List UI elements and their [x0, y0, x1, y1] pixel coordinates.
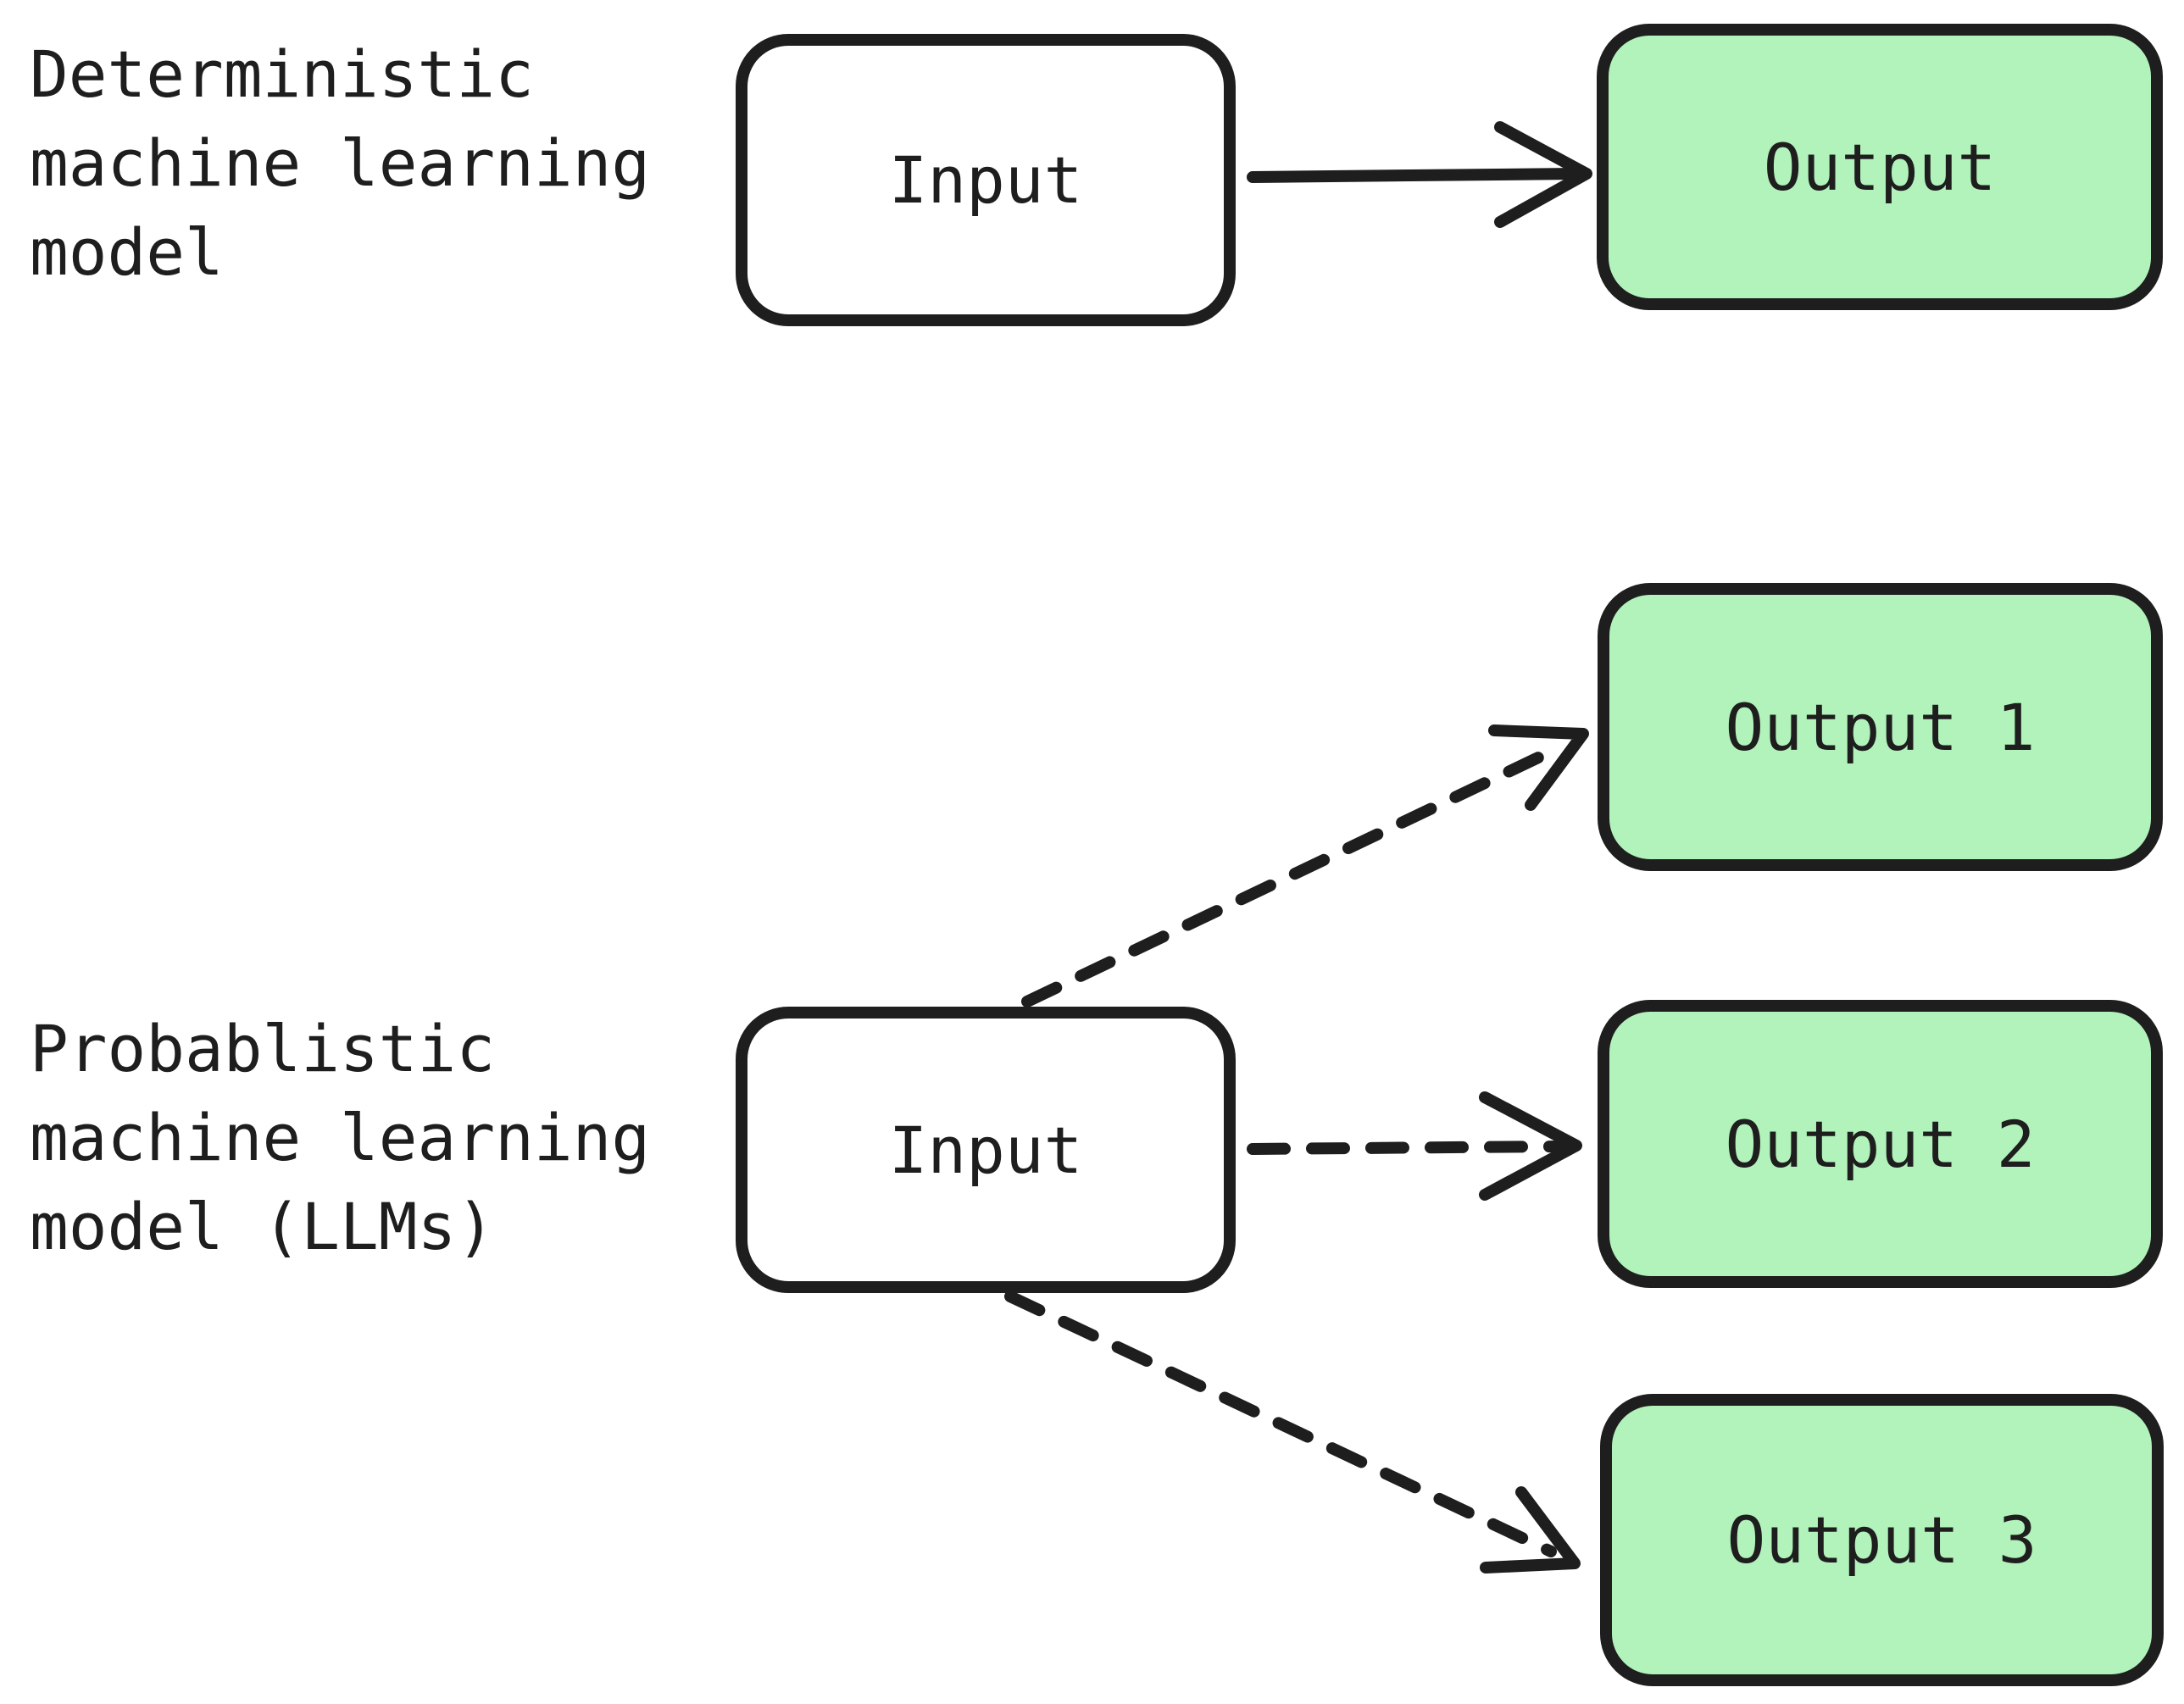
dashed-arrow-input-to-output2 [1247, 1091, 1582, 1201]
probabilistic-output3-label: Output 3 [1726, 1502, 2037, 1578]
deterministic-section-caption: Deterministic machine learning model [30, 36, 651, 290]
probabilistic-output2-node: Output 2 [1598, 1000, 2163, 1288]
dashed-arrow-input-to-output1 [1021, 724, 1589, 1007]
arrowhead-icon [1479, 1091, 1582, 1201]
solid-arrow-input-to-output [1247, 121, 1592, 228]
probabilistic-section-caption: Probablistic machine learning model (LLM… [30, 1011, 651, 1264]
probabilistic-output2-label: Output 2 [1725, 1106, 2036, 1182]
deterministic-input-node: Input [736, 34, 1236, 326]
probabilistic-output1-node: Output 1 [1598, 583, 2163, 871]
probabilistic-input-label: Input [888, 1112, 1083, 1188]
arrowhead-icon [1480, 1486, 1581, 1574]
deterministic-output-node: Output [1597, 24, 2163, 310]
deterministic-output-label: Output [1763, 129, 1997, 205]
arrowhead-icon [1494, 121, 1592, 228]
arrowhead-icon [1488, 724, 1589, 811]
probabilistic-output3-node: Output 3 [1600, 1394, 2164, 1686]
probabilistic-output1-label: Output 1 [1725, 689, 2036, 765]
deterministic-input-label: Input [888, 142, 1083, 218]
probabilistic-input-node: Input [736, 1007, 1236, 1293]
dashed-arrow-input-to-output3 [1004, 1290, 1581, 1574]
